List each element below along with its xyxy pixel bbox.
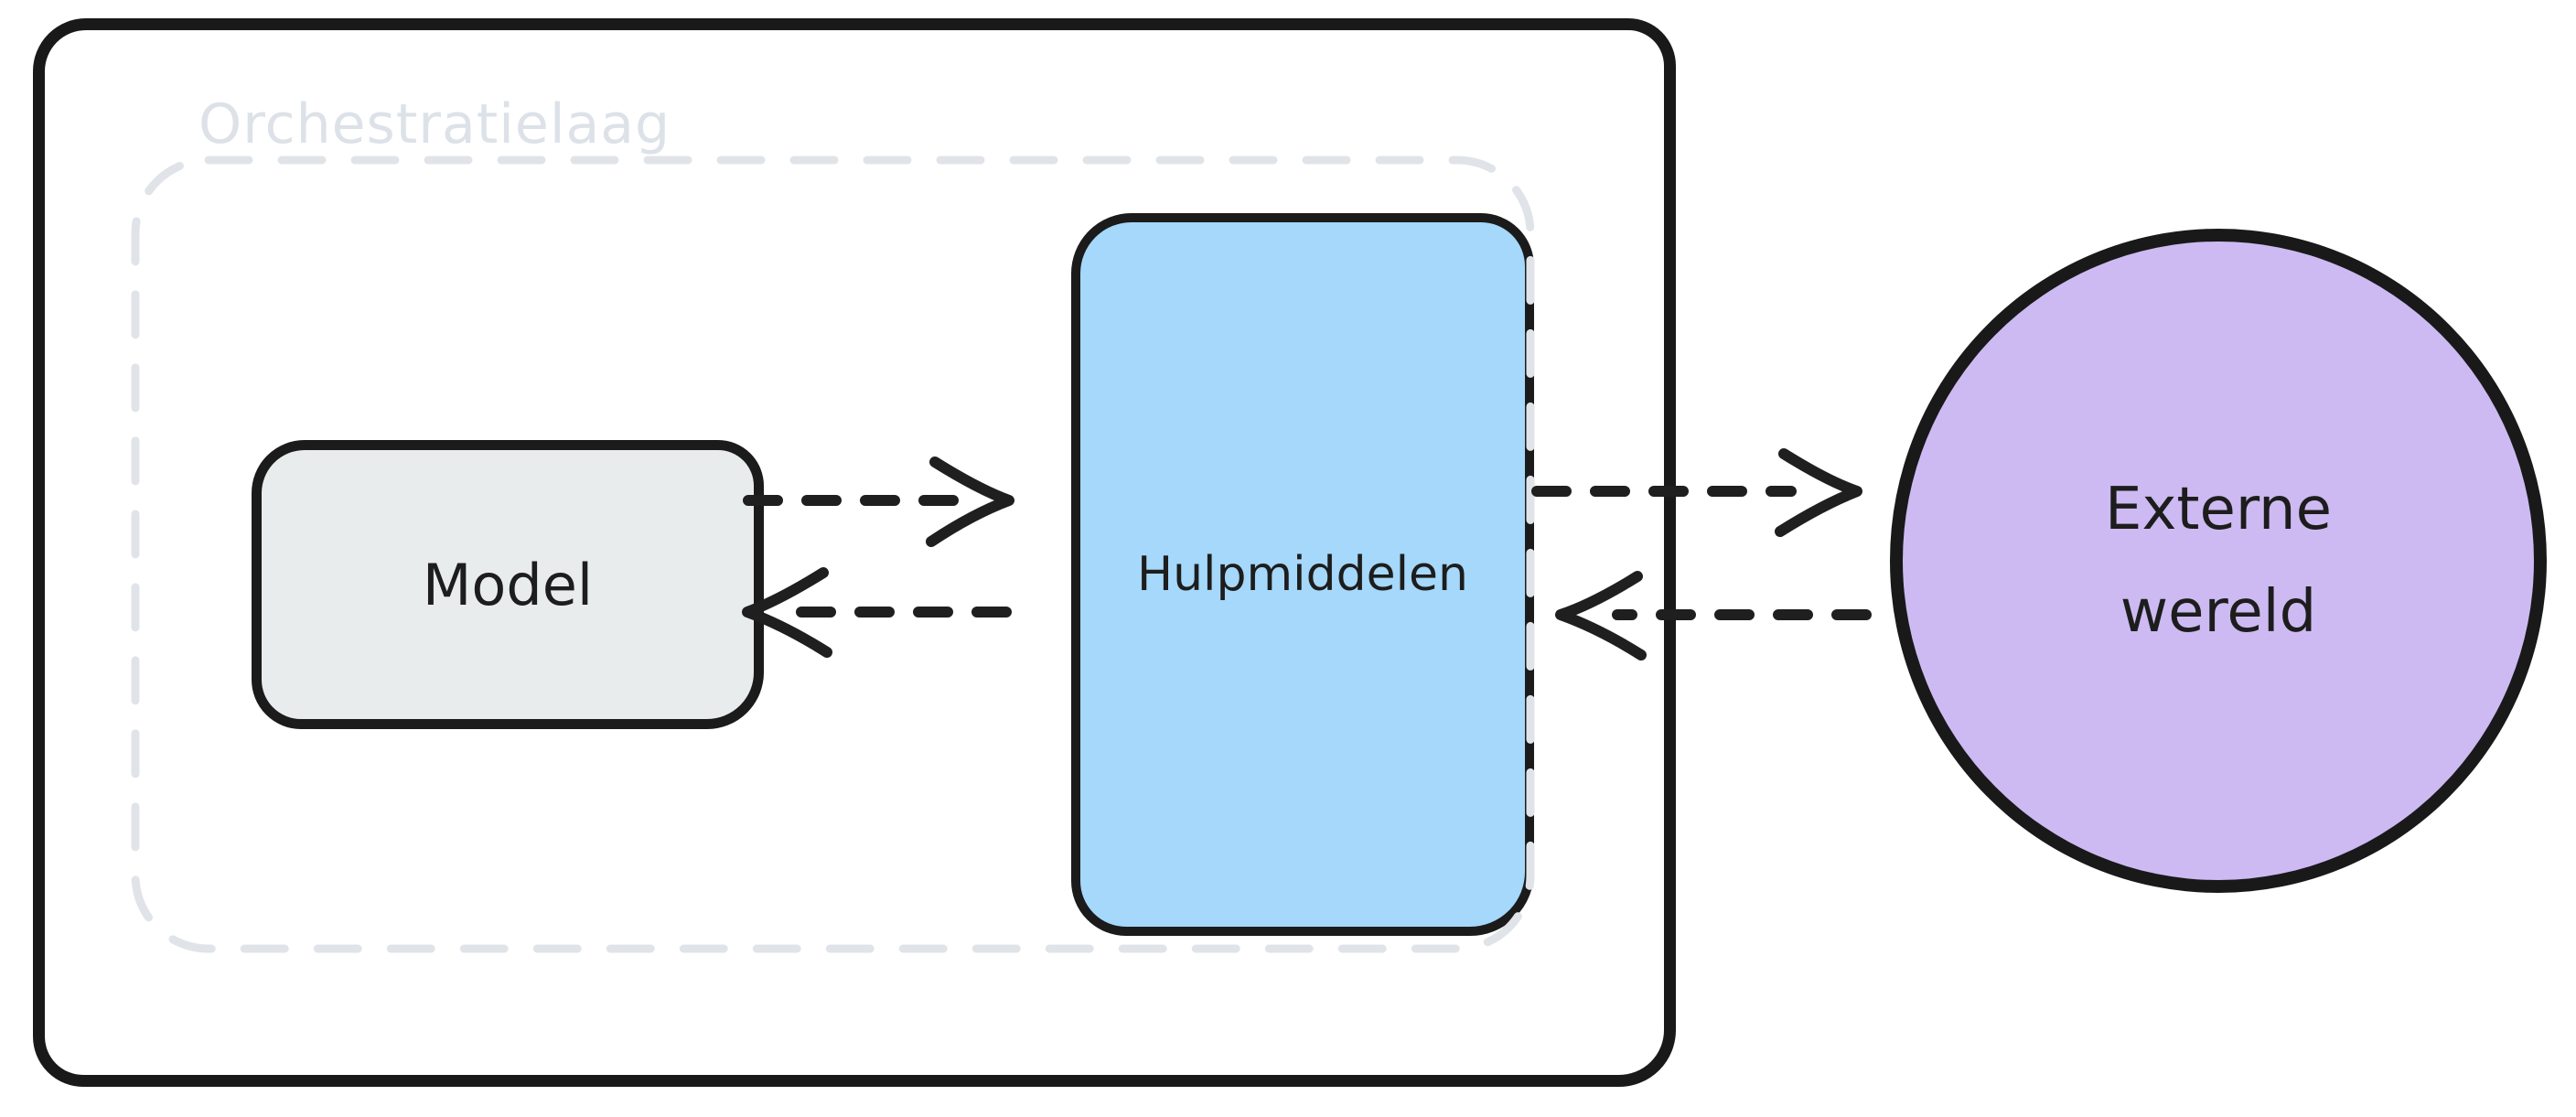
node-hulpmiddelen: Hulpmiddelen xyxy=(1071,213,1534,936)
node-model-label: Model xyxy=(422,551,594,618)
orchestration-layer-container: Orchestratielaag Model Hulpmiddelen xyxy=(33,18,1676,1087)
node-externe-wereld-label: Externe wereld xyxy=(2105,476,2332,646)
node-model: Model xyxy=(252,440,764,729)
node-externe-wereld: Externe wereld xyxy=(1890,229,2547,893)
node-hulpmiddelen-label: Hulpmiddelen xyxy=(1136,547,1469,602)
orchestration-layer-label: Orchestratielaag xyxy=(199,92,671,156)
arrowhead-right-icon xyxy=(1775,448,1862,537)
